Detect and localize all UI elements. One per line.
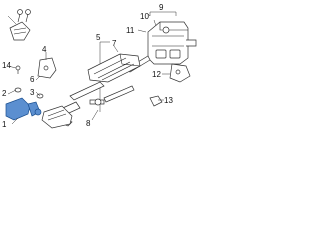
callout-numbers: 1 2 3 4 5 6 7 8 9 10 11 12 13 14 xyxy=(2,3,173,129)
callout-2: 2 xyxy=(2,89,7,98)
callout-7: 7 xyxy=(112,39,117,48)
rear-muffler-group xyxy=(127,11,197,107)
callout-10: 10 xyxy=(140,12,149,21)
callout-12: 12 xyxy=(152,70,161,79)
callout-11: 11 xyxy=(126,26,135,35)
hanger-isolator xyxy=(149,95,163,107)
front-exhaust-group xyxy=(5,9,57,121)
callout-5: 5 xyxy=(96,33,101,42)
callout-1: 1 xyxy=(2,120,7,129)
callout-13: 13 xyxy=(164,96,173,105)
callout-8: 8 xyxy=(86,119,91,128)
callout-3: 3 xyxy=(30,88,35,97)
callout-9: 9 xyxy=(159,3,164,12)
exhaust-system-diagram: 1 2 3 4 5 6 7 8 9 10 11 12 13 14 xyxy=(2,3,197,129)
down-pipe-highlighted xyxy=(5,97,31,121)
callout-6: 6 xyxy=(30,75,35,84)
callout-4: 4 xyxy=(42,45,47,54)
leader-lines xyxy=(7,13,170,125)
callout-14: 14 xyxy=(2,61,11,70)
center-muffler xyxy=(87,53,141,83)
center-muffler-group xyxy=(41,41,141,129)
front-flex-pipe xyxy=(9,21,31,41)
